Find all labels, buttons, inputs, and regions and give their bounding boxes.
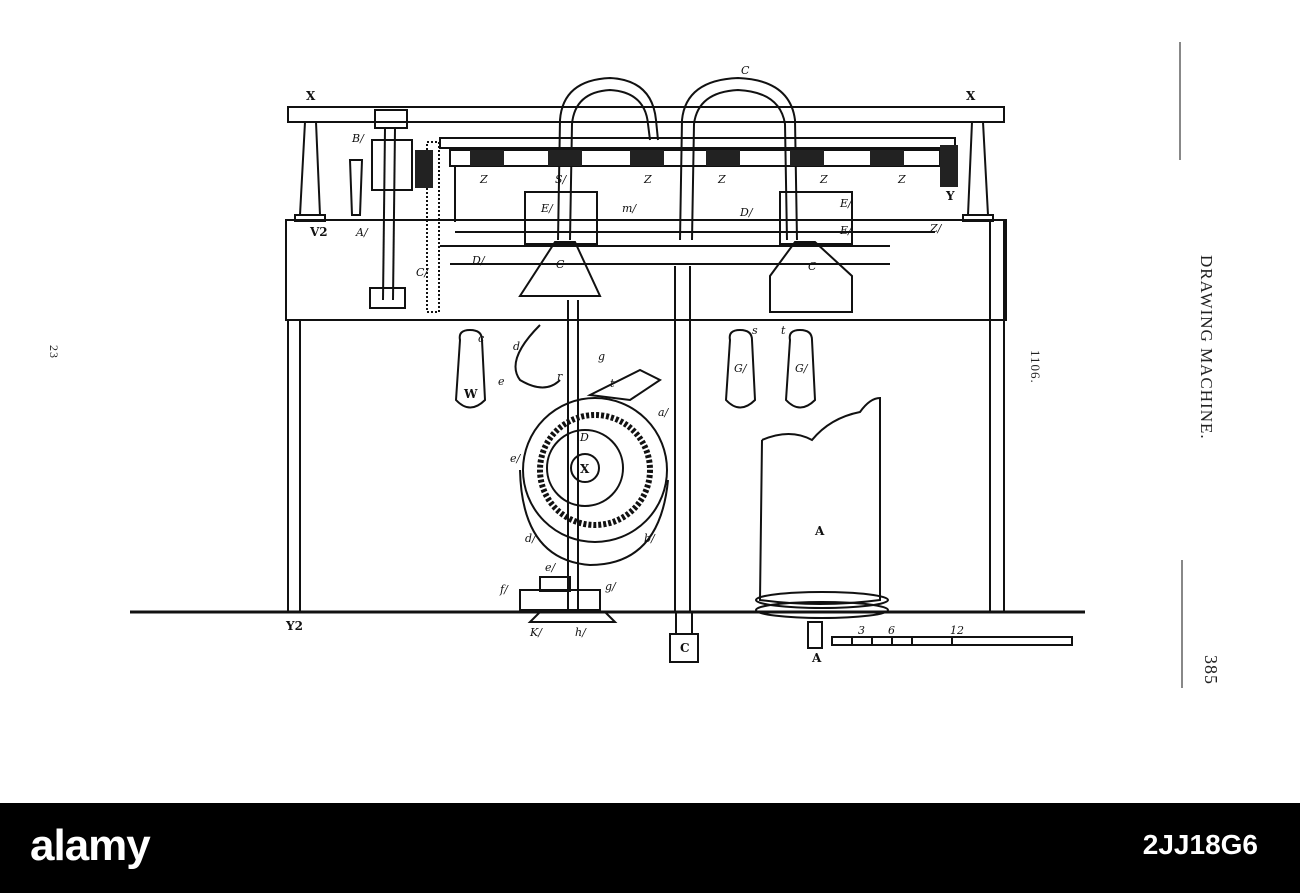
label-m1: m/: [622, 202, 637, 215]
label-A-bottom: A: [811, 651, 822, 665]
label-D1-right: D/: [739, 206, 754, 219]
label-S1: S/: [555, 173, 568, 186]
label-t-center: t: [610, 377, 615, 390]
plate-title: DRAWING MACHINE.: [1197, 255, 1216, 440]
label-C-left-funnel: C: [556, 258, 565, 271]
label-d1: d/: [525, 532, 537, 545]
label-a1: a/: [658, 406, 670, 419]
label-Y2: Y2: [285, 619, 303, 633]
label-C-right-funnel: C: [808, 260, 817, 273]
main-frame-beam: [285, 219, 1007, 321]
label-g: g: [598, 350, 605, 363]
gear-wheel: [522, 397, 668, 543]
label-d: d: [513, 340, 520, 353]
top-rail: [287, 106, 1005, 123]
weight-G1-second: [784, 328, 817, 409]
label-Z1: Z/: [929, 222, 943, 235]
label-C-top: C: [741, 64, 750, 77]
label-e1-base: e/: [545, 561, 557, 574]
label-h1: h/: [575, 626, 587, 639]
label-Z-2: Z: [643, 173, 652, 186]
weight-G1: [724, 328, 757, 409]
watermark-banner: alamy 2JJ18G6: [0, 803, 1300, 893]
weight-W: [454, 328, 487, 409]
label-Z-1: Z: [479, 173, 488, 186]
label-B1: B/: [351, 132, 365, 145]
alamy-logo: alamy: [30, 821, 151, 870]
label-Z-5: Z: [897, 173, 906, 186]
scale-label-12: 12: [950, 624, 964, 637]
drawing-machine-diagram: X X C B/ Z S/ Z Z Z Z Y E/ m/ D/ E/ E/ V…: [130, 42, 1183, 688]
label-g1: g/: [605, 580, 617, 593]
label-X-left: X: [306, 89, 316, 103]
label-Z-3: Z: [717, 173, 726, 186]
label-K1: K/: [529, 626, 543, 639]
label-t-right: t: [781, 324, 786, 337]
label-Y: Y: [945, 189, 955, 203]
label-C-bottom: C: [680, 641, 690, 655]
label-G1-right: G/: [795, 362, 809, 375]
label-D1-left: D/: [471, 254, 486, 267]
label-G1-left: G/: [734, 362, 748, 375]
label-X-right: X: [966, 89, 976, 103]
label-e1: e/: [510, 452, 522, 465]
image-id: 2JJ18G6: [1142, 829, 1258, 860]
engraving-plate: X X C B/ Z S/ Z Z Z Z Y E/ m/ D/ E/ E/ V…: [47, 42, 1221, 688]
margin-number: 23: [47, 345, 61, 359]
label-E1-right-top: E/: [839, 197, 853, 210]
label-V2: V2: [309, 225, 328, 239]
label-Z-4: Z: [819, 173, 828, 186]
label-A-can: A: [814, 524, 825, 538]
page-number: 385: [1201, 655, 1221, 685]
label-c: c: [478, 332, 484, 345]
label-W: W: [463, 387, 478, 401]
label-e: e: [498, 375, 505, 388]
label-r: r: [557, 370, 563, 383]
sliver-can: [758, 439, 881, 605]
scale-label-6: 6: [888, 624, 895, 637]
label-A1: A/: [355, 226, 369, 239]
scale-label-3: 3: [858, 624, 865, 637]
label-X-gear: X: [580, 462, 590, 476]
label-f1: f/: [499, 583, 509, 596]
label-E1-left: E/: [540, 202, 554, 215]
label-b1: b/: [644, 532, 656, 545]
label-C1: C/: [416, 266, 429, 279]
label-E1-right-bottom: E/: [839, 224, 853, 237]
figure-number: 1106.: [1028, 350, 1043, 384]
label-D: D: [579, 431, 589, 444]
label-s: s: [752, 324, 758, 337]
